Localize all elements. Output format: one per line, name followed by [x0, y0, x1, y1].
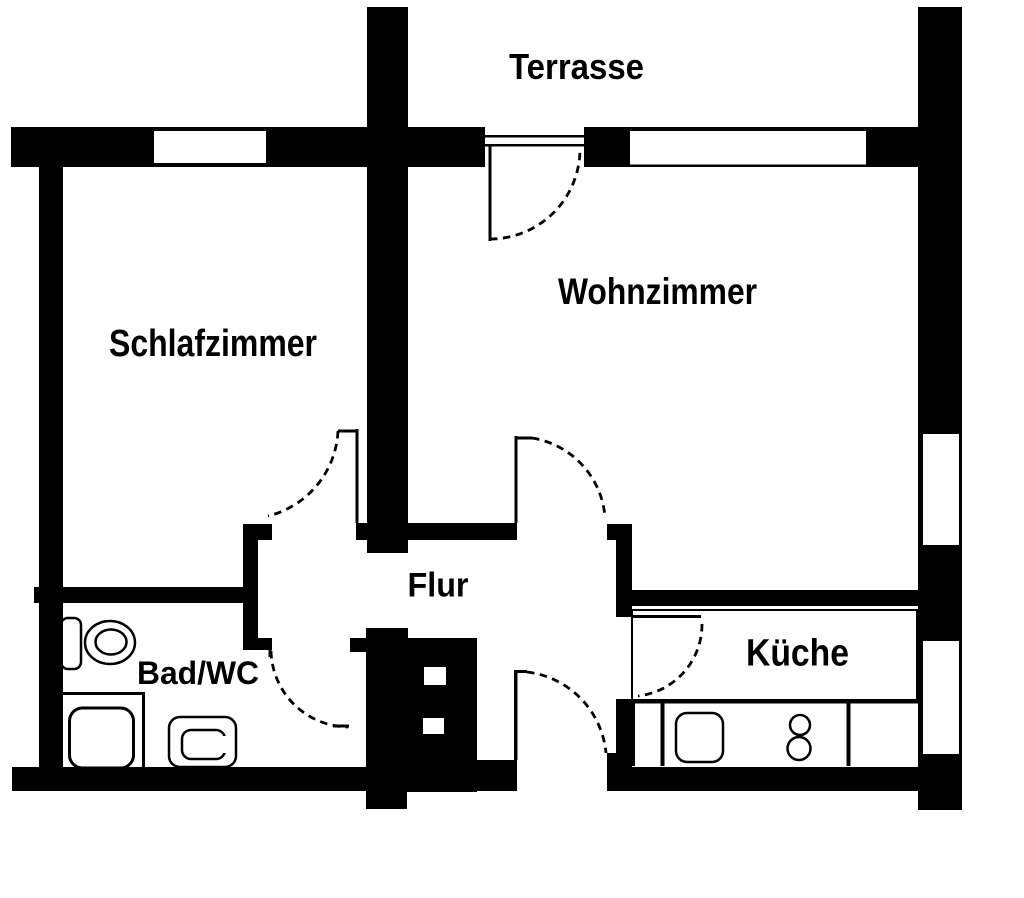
- svg-text:Bad/WC: Bad/WC: [137, 655, 259, 691]
- svg-text:Terrasse: Terrasse: [509, 46, 644, 87]
- svg-text:Flur: Flur: [408, 567, 469, 605]
- svg-text:Wohnzimmer: Wohnzimmer: [558, 271, 757, 312]
- svg-text:Küche: Küche: [746, 633, 849, 675]
- svg-text:Schlafzimmer: Schlafzimmer: [109, 323, 317, 365]
